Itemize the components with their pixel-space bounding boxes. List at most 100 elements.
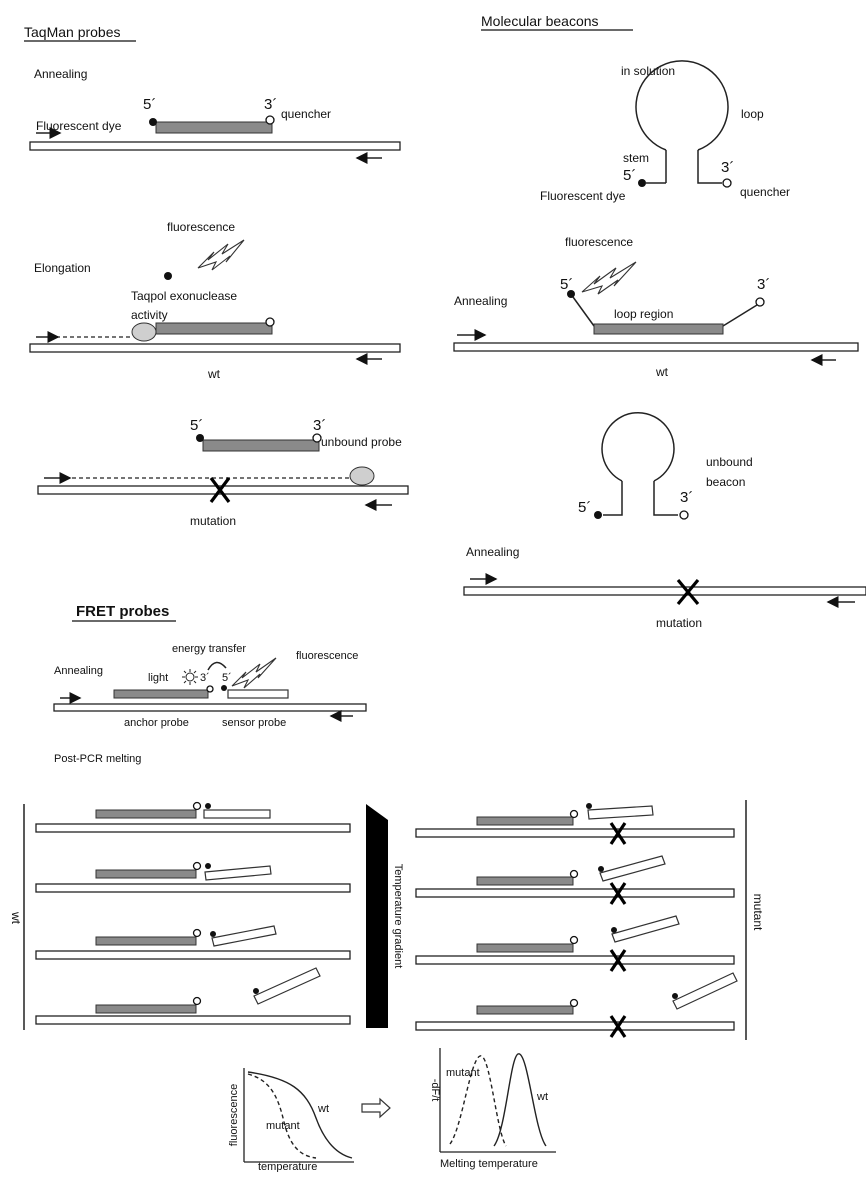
- unbound-beacon-label-1: unbound: [706, 455, 753, 469]
- taqman-three-prime: 3´: [264, 96, 277, 113]
- beacon-wt-label: wt: [655, 365, 669, 379]
- taqman-elong-template: [30, 344, 400, 352]
- fret-post-pcr-label: Post-PCR melting: [54, 753, 141, 765]
- beacon-five-prime: 5´: [623, 167, 636, 184]
- mutant-row-3: [416, 916, 734, 971]
- beacon-loop-region-bar: [594, 324, 723, 334]
- beacon-stem-shape: [666, 150, 722, 183]
- taqman-released-dye-dot: [164, 272, 172, 280]
- fret-sensor-probe-label: sensor probe: [222, 717, 286, 729]
- beacon-mut-template: [464, 587, 866, 595]
- fret-light-sun-icon: [182, 669, 198, 685]
- taqman-fluorescence-label: fluorescence: [167, 220, 235, 234]
- melting-curve-mutant: [248, 1074, 316, 1158]
- taqman-section: TaqMan probes Annealing 5´ 3´ Fluorescen…: [24, 24, 408, 528]
- wt-row-3: [36, 926, 350, 959]
- unbound-dye-dot: [594, 511, 602, 519]
- fret-three-prime: 3´: [200, 672, 210, 684]
- beacon-dye-label: Fluorescent dye: [540, 189, 626, 203]
- beacon-quencher-label: quencher: [740, 185, 790, 199]
- mutant-row-1: [416, 803, 734, 844]
- plot2-ylabel: -dF/t: [429, 1079, 441, 1102]
- taqman-cleaved-quencher: [266, 318, 274, 326]
- beacon-anneal-dye: [567, 290, 575, 298]
- plot1-xlabel: temperature: [258, 1161, 317, 1172]
- beacon-loop-label: loop: [741, 107, 764, 121]
- unbound-beacon-stem: [603, 481, 678, 515]
- taqman-five-prime: 5´: [143, 96, 156, 113]
- fret-anchor-acceptor: [207, 686, 213, 692]
- beacon-anneal-three-prime: 3´: [757, 276, 770, 293]
- plot1-ylabel: fluorescence: [228, 1084, 240, 1146]
- beacon-loop-shape: [636, 61, 728, 150]
- fret-sensor-probe-bar: [228, 690, 288, 698]
- unbound-beacon-label-2: beacon: [706, 475, 745, 489]
- unbound-quencher-circle: [680, 511, 688, 519]
- beacon-stem-label: stem: [623, 151, 649, 165]
- beacon-quencher-circle: [723, 179, 731, 187]
- taqman-mutation-label: mutation: [190, 514, 236, 528]
- fret-anchor-probe-bar: [114, 690, 208, 698]
- taqman-annealing-label: Annealing: [34, 67, 87, 81]
- fret-energy-transfer-label: energy transfer: [172, 643, 246, 655]
- beacon-annealing-label: Annealing: [454, 294, 507, 308]
- mutant-row-4: [416, 973, 737, 1037]
- fret-energy-transfer-arrow-icon: [208, 662, 226, 670]
- wt-row-1: [36, 803, 350, 833]
- beacons-title: Molecular beacons: [481, 13, 599, 29]
- beacon-fluorescence-label: fluorescence: [565, 235, 633, 249]
- fret-sensor-donor: [221, 685, 227, 691]
- taqman-cleaved-probe: [156, 323, 272, 334]
- taqman-fluorescence-bolt-icon: [198, 240, 244, 270]
- derivative-plot: -dF/t Melting temperature wt mutant: [429, 1048, 556, 1170]
- beacon-anneal-quencher: [756, 298, 764, 306]
- beacon-three-prime: 3´: [721, 159, 734, 176]
- taqman-mut-three-prime: 3´: [313, 417, 326, 434]
- mutant-row-2: [416, 856, 734, 904]
- taqman-unbound-probe: [203, 440, 319, 451]
- unbound-three-prime: 3´: [680, 489, 693, 506]
- beacon-mutation-label: mutation: [656, 616, 702, 630]
- fret-anchor-probe-label: anchor probe: [124, 717, 189, 729]
- wt-row-4: [36, 968, 350, 1024]
- wt-panel-label: wt: [9, 911, 23, 925]
- taqman-template-strand: [30, 142, 400, 150]
- plot-transition-arrow-icon: [362, 1099, 390, 1117]
- temperature-gradient-wedge: [366, 804, 388, 1028]
- taqman-unbound-dye: [196, 434, 204, 442]
- taqman-exonuclease-label-2: activity: [131, 308, 168, 322]
- beacon-annealing2-label: Annealing: [466, 545, 519, 559]
- plot2-xlabel: Melting temperature: [440, 1158, 538, 1170]
- beacon-loop-region-label: loop region: [614, 307, 673, 321]
- melting-curve-plot: fluorescence temperature wt mutant: [228, 1068, 354, 1172]
- plot1-wt-label: wt: [317, 1103, 329, 1115]
- taqman-unbound-quencher: [313, 434, 321, 442]
- taqman-quencher-circle: [266, 116, 274, 124]
- fret-fluorescence-bolt-icon: [232, 658, 276, 688]
- fret-fluorescence-label: fluorescence: [296, 650, 358, 662]
- taqman-probe: [156, 122, 272, 133]
- fret-title: FRET probes: [76, 603, 169, 620]
- taqman-quencher-label: quencher: [281, 107, 331, 121]
- beacons-section: Molecular beacons in solution loop stem …: [454, 13, 866, 630]
- mutant-panel-label: mutant: [751, 894, 765, 931]
- fret-five-prime: 5´: [222, 672, 232, 684]
- taqman-wt-label: wt: [207, 367, 221, 381]
- taqman-unbound-probe-label: unbound probe: [321, 435, 402, 449]
- taqman-title: TaqMan probes: [24, 24, 121, 40]
- plot2-mutant-label: mutant: [446, 1067, 480, 1079]
- fret-template: [54, 704, 366, 711]
- melting-curve-wt: [248, 1072, 352, 1158]
- taqman-mut-five-prime: 5´: [190, 417, 203, 434]
- fret-annealing-label: Annealing: [54, 665, 103, 677]
- plot1-mutant-label: mutant: [266, 1120, 300, 1132]
- plot2-wt-label: wt: [536, 1091, 548, 1103]
- taqman-dye-label: Fluorescent dye: [36, 119, 122, 133]
- taqman-exonuclease-label-1: Taqpol exonuclease: [131, 289, 237, 303]
- beacon-anneal-template: [454, 343, 858, 351]
- fret-section: FRET probes energy transfer fluorescence…: [9, 603, 765, 1172]
- fret-light-label: light: [148, 672, 168, 684]
- taqman-dye-dot: [149, 118, 157, 126]
